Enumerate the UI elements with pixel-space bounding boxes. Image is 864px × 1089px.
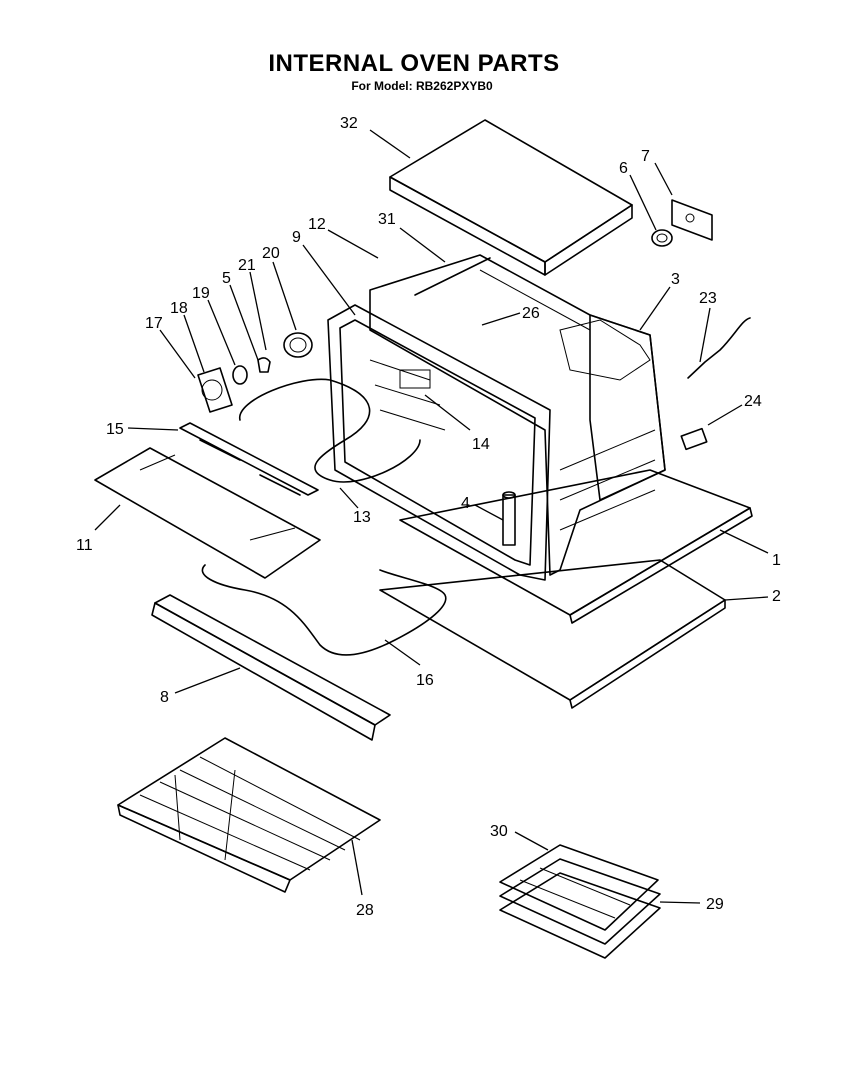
oven-cavity [369, 254, 666, 576]
callout-8: 8 [160, 689, 169, 706]
callout-14: 14 [472, 436, 490, 453]
floor-pan [399, 469, 753, 624]
vent-panel [179, 422, 319, 496]
callout-3: 3 [671, 271, 680, 288]
wire-harness [687, 317, 751, 379]
callout-12: 12 [308, 216, 326, 233]
callout-31: 31 [378, 211, 396, 228]
callout-19: 19 [192, 285, 210, 302]
callout-17: 17 [145, 315, 163, 332]
temperature-sensor [502, 491, 516, 546]
callout-24: 24 [744, 393, 762, 410]
insulation-pad [389, 119, 633, 276]
callout-2: 2 [772, 588, 781, 605]
callout-28: 28 [356, 902, 374, 919]
callout-15: 15 [106, 421, 124, 438]
sensor-bracket [651, 199, 713, 247]
callout-4: 4 [461, 495, 470, 512]
callout-18: 18 [170, 300, 188, 317]
callout-11: 11 [76, 537, 93, 554]
bake-element [239, 378, 421, 483]
callout-29: 29 [706, 896, 724, 913]
callout-5: 5 [222, 270, 231, 287]
callout-21: 21 [238, 257, 256, 274]
model-subtitle: For Model: RB262PXYB0 [351, 79, 493, 93]
callout-20: 20 [262, 245, 280, 262]
callout-32: 32 [340, 115, 358, 132]
broiler-pan [499, 844, 661, 959]
callout-9: 9 [292, 229, 301, 246]
bottom-panel [94, 447, 321, 579]
light-assembly [197, 332, 313, 413]
callout-23: 23 [699, 290, 717, 307]
oven-rack [117, 737, 381, 893]
callout-16: 16 [416, 672, 434, 689]
callout-13: 13 [353, 509, 371, 526]
callout-30: 30 [490, 823, 508, 840]
broil-element [201, 564, 447, 656]
terminal-block [680, 427, 708, 451]
oven-frame [327, 304, 551, 581]
callout-6: 6 [619, 160, 628, 177]
trim-strip [151, 594, 391, 741]
callout-7: 7 [641, 148, 650, 165]
callout-26: 26 [522, 305, 540, 322]
diagram-title: INTERNAL OVEN PARTS [268, 50, 560, 77]
callout-1: 1 [772, 552, 781, 569]
leader-lines [94, 129, 769, 904]
